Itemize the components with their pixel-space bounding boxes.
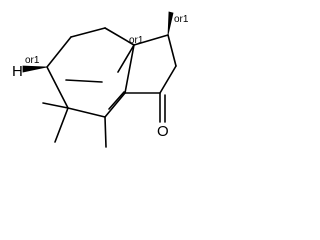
stereo-label-c6: or1 bbox=[25, 55, 40, 66]
bond-c7-methyl-1 bbox=[42, 102, 69, 109]
bond-c1-c2 bbox=[167, 34, 177, 67]
bond-c3a-c4 bbox=[104, 27, 135, 46]
bond-c4-c5 bbox=[70, 27, 106, 38]
bond-c8-methyl bbox=[104, 116, 107, 148]
bond-c2-c3 bbox=[159, 65, 177, 94]
bond-c8-c8a bbox=[104, 92, 126, 118]
bond-c8a-c3a bbox=[124, 44, 135, 94]
bond-c7-c8 bbox=[67, 107, 106, 118]
bond-c3a-c1 bbox=[133, 34, 169, 46]
bond-c3a-bridge bbox=[117, 44, 135, 73]
bond-c8-c8a-double bbox=[108, 91, 125, 110]
stereo-label-c3a: or1 bbox=[129, 35, 144, 46]
bond-bridge-c6 bbox=[65, 79, 103, 83]
wedge-bond-c1-methyl bbox=[167, 11, 174, 36]
hydrogen-atom-label: H bbox=[12, 63, 23, 80]
bond-c7-methyl-2 bbox=[54, 107, 69, 143]
molecule-structure: H O or1 or1 or1 bbox=[12, 11, 189, 148]
oxygen-atom-label: O bbox=[157, 123, 169, 140]
bond-c6-c7 bbox=[46, 66, 69, 109]
stereo-label-c1: or1 bbox=[174, 14, 189, 25]
wedge-bond-c6-hydrogen bbox=[22, 65, 48, 73]
bond-c5-c6 bbox=[46, 36, 72, 68]
